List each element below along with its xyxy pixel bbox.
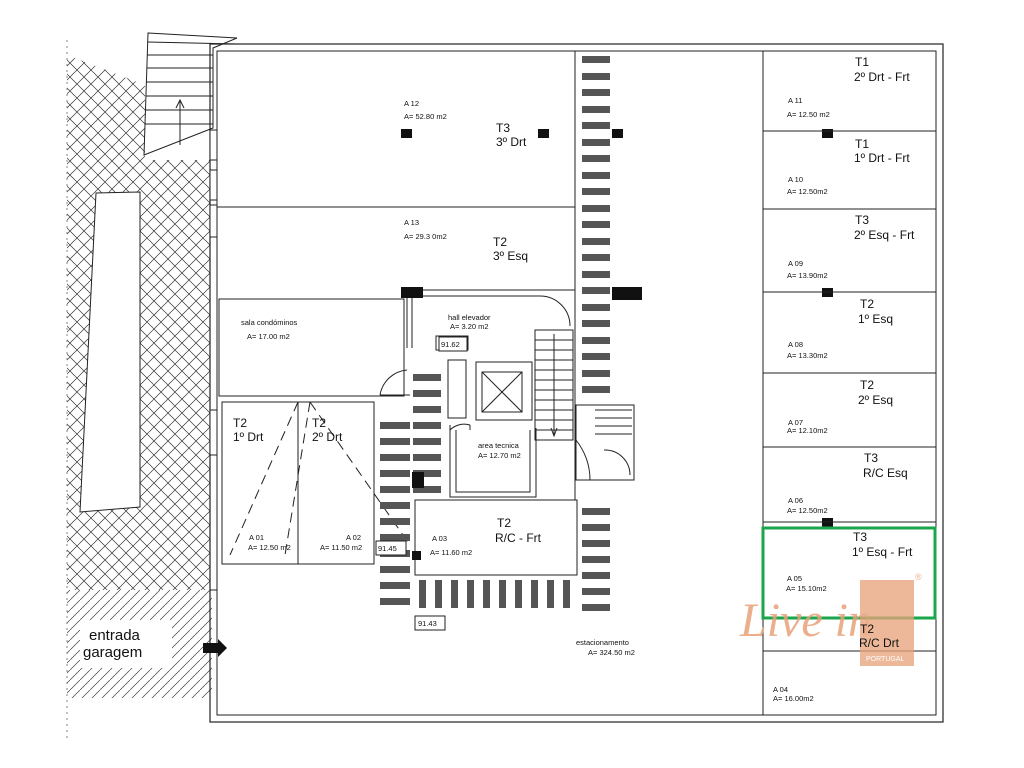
unit-a10-id: A 10 <box>788 175 803 184</box>
unit-a13-type: T2 <box>493 235 507 249</box>
level-1: 91.62 <box>441 340 460 349</box>
unit-a02-floor: 2º Drt <box>312 430 343 444</box>
unit-a11-area: A= 12.50 m2 <box>787 110 830 119</box>
unit-a02-area: A= 11.50 m2 <box>320 543 362 552</box>
unit-a01-area: A= 12.50 m2 <box>248 543 291 552</box>
tecnica-area: A= 12.70 m2 <box>478 451 521 460</box>
parking-area: A= 324.50 m2 <box>588 648 635 657</box>
unit-a12-id: A 12 <box>404 99 419 108</box>
unit-a10-area: A= 12.50m2 <box>787 187 828 196</box>
unit-a07-area: A= 12.10m2 <box>787 426 828 435</box>
ground-hatch <box>66 40 212 740</box>
parking-name: estacionamento <box>576 638 629 647</box>
unit-a01-type: T2 <box>233 416 247 430</box>
unit-a08-type: T2 <box>860 297 874 311</box>
unit-a12-area: A= 52.80 m2 <box>404 112 447 121</box>
unit-a13-id: A 13 <box>404 218 419 227</box>
wall-windows <box>209 129 218 456</box>
unit-a08-area: A= 13.30m2 <box>787 351 828 360</box>
unit-a04-id: A 04 <box>773 685 788 694</box>
highlight-box <box>761 526 937 620</box>
unit-a03-id: A 03 <box>432 534 447 543</box>
unit-a12-type: T3 <box>496 121 510 135</box>
unit-a11-id: A 11 <box>788 96 802 105</box>
level-3: 91.43 <box>418 619 437 628</box>
unit-a12-floor: 3º Drt <box>496 135 527 149</box>
unit-a07-floor: 2º Esq <box>858 393 893 407</box>
unit-a11-type: T1 <box>855 55 869 69</box>
unit-a09-area: A= 13.90m2 <box>787 271 828 280</box>
unit-a03-type: T2 <box>497 516 511 530</box>
unit-a10-floor: 1º Drt - Frt <box>854 151 910 165</box>
hall-area: A= 3.20 m2 <box>450 322 489 331</box>
sala-area: A= 17.00 m2 <box>247 332 290 341</box>
unit-a05-id: A 05 <box>787 574 802 583</box>
unit-a09-type: T3 <box>855 213 869 227</box>
unit-a04-area: A= 16.00m2 <box>773 694 814 703</box>
unit-a02-type: T2 <box>312 416 326 430</box>
entrance-arrow-icon <box>203 639 227 657</box>
tecnica-name: area tecnica <box>478 441 520 450</box>
svg-text:®: ® <box>915 572 922 582</box>
core <box>379 289 635 498</box>
unit-a03-floor: R/C - Frt <box>495 531 542 545</box>
unit-a04-type: T2 <box>860 622 874 636</box>
unit-a06-floor: R/C Esq <box>863 466 908 480</box>
unit-a01-floor: 1º Drt <box>233 430 264 444</box>
unit-a09-floor: 2º Esq - Frt <box>854 228 915 242</box>
unit-a08-floor: 1º Esq <box>858 312 893 326</box>
svg-text:Live in: Live in <box>739 594 872 647</box>
labels: A 12 A= 52.80 m2 T3 3º Drt A 13 A= 29.3 … <box>83 55 915 703</box>
entrance-label-2: garagem <box>83 644 142 661</box>
unit-a13-floor: 3º Esq <box>493 249 528 263</box>
level-boxes <box>375 336 468 631</box>
unit-a06-id: A 06 <box>788 496 803 505</box>
livein-logo: Live in ® PORTUGAL <box>739 572 922 666</box>
unit-a13-area: A= 29.3 0m2 <box>404 232 447 241</box>
unit-a11-floor: 2º Drt - Frt <box>854 70 910 84</box>
unit-a02-id: A 02 <box>346 533 361 542</box>
unit-a05-floor: 1º Esq - Frt <box>852 545 913 559</box>
top-cells <box>217 51 576 500</box>
entrance-label-1: entrada <box>89 627 141 644</box>
unit-a01-id: A 01 <box>249 533 264 542</box>
unit-a05-type: T3 <box>853 530 867 544</box>
unit-a08-id: A 08 <box>788 340 803 349</box>
unit-a10-type: T1 <box>855 137 869 151</box>
unit-a04-floor: R/C Drt <box>859 636 900 650</box>
unit-a09-id: A 09 <box>788 259 803 268</box>
unit-a07-id: A 07 <box>788 418 803 427</box>
sala-name: sala condóminos <box>241 318 298 327</box>
unit-a05-area: A= 15.10m2 <box>786 584 827 593</box>
unit-a06-type: T3 <box>864 451 878 465</box>
level-2: 91.45 <box>378 544 397 553</box>
unit-a07-type: T2 <box>860 378 874 392</box>
svg-text:PORTUGAL: PORTUGAL <box>866 656 904 663</box>
parking-stripes <box>380 56 610 611</box>
hall-name: hall elevador <box>448 313 491 322</box>
unit-a03-area: A= 11.60 m2 <box>430 548 472 557</box>
unit-a06-area: A= 12.50m2 <box>787 506 828 515</box>
